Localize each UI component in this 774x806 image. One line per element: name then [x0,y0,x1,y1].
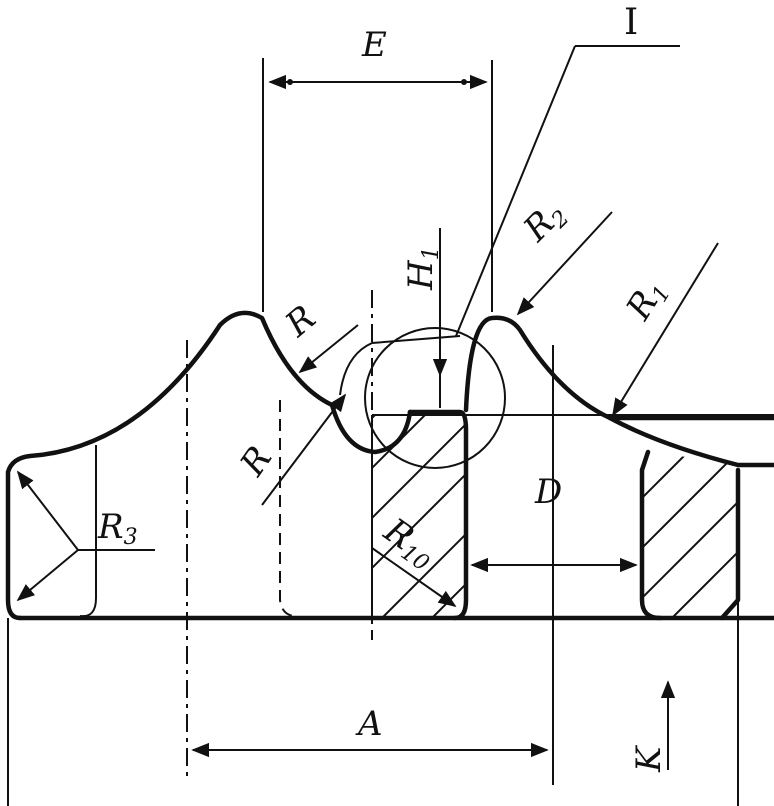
label-r3: R3 [97,507,138,550]
leader-r-upper [298,324,359,374]
leader-r1 [612,242,719,417]
inner-contours [79,327,774,618]
label-a: A [355,704,383,744]
dimension-e [262,58,493,312]
leader-i [455,45,680,337]
label-i: I [624,2,638,43]
label-r2: R2 [515,193,574,252]
label-r1: R1 [618,272,676,329]
label-r-upper: R [277,298,323,346]
leader-r2 [516,211,613,316]
label-h1: H1 [401,246,444,291]
leader-r-lower [261,393,347,506]
label-r-lower: R [232,439,280,484]
label-k: K [629,744,669,773]
part-outline [5,310,774,621]
label-e: E [361,25,387,65]
leader-r10 [371,547,457,608]
hatched-section-middle [372,415,466,617]
leader-r3 [16,470,155,602]
label-d: D [534,472,562,512]
center-lines [7,290,739,806]
